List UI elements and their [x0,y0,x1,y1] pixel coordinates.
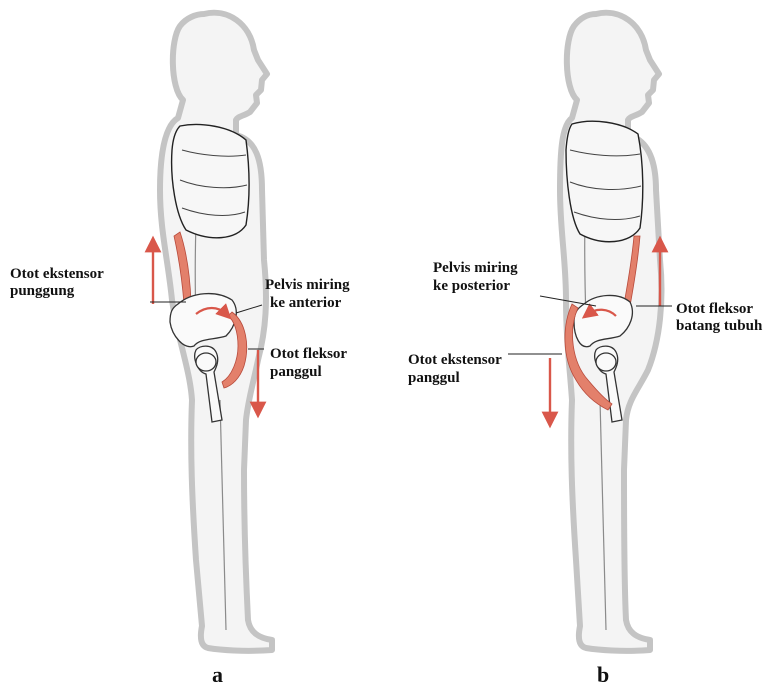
figure-a: Otot ekstensor punggung Pelvis miring ke… [10,13,353,687]
figure-b: Pelvis miring ke posterior Otot fleksor … [408,13,763,687]
panel-letter-b: b [597,662,609,687]
label-hip-extensor-b: Otot ekstensor panggul [408,352,505,386]
ribcage-b [566,121,643,241]
label-back-extensor-a: Otot ekstensor punggung [10,266,107,299]
panel-letter-a: a [212,662,223,687]
label-hip-flexor-a: Otot fleksor panggul [270,346,351,380]
femur-head-a [196,353,216,371]
femur-head-b [596,353,616,371]
label-pelvis-b: Pelvis miring ke posterior [433,260,521,294]
label-trunk-flexor-b: Otot fleksor batang tubuh [676,301,763,334]
label-pelvis-a: Pelvis miring ke anterior [265,277,353,311]
